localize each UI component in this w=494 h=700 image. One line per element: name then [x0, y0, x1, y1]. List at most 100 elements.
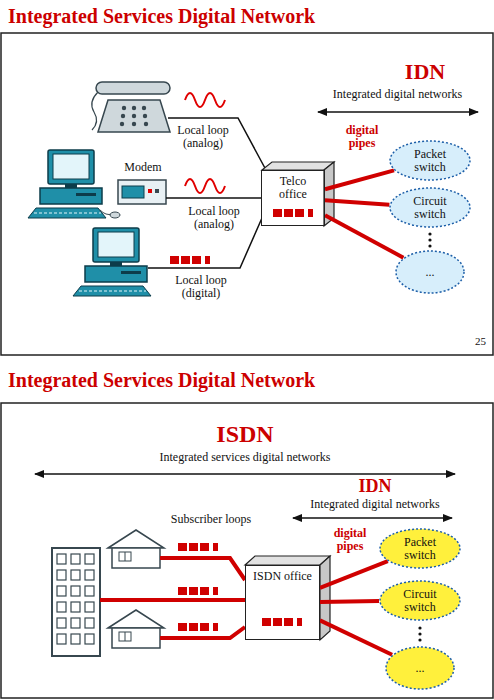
digital-pipe [320, 599, 379, 604]
office-cube [262, 162, 334, 170]
modem [118, 180, 166, 204]
digital-signal [178, 623, 218, 631]
continuation-dots [428, 244, 431, 247]
telephone [143, 114, 147, 118]
ellipse-outline [390, 188, 470, 227]
ellipse-outline [386, 647, 454, 689]
slide-title: Integrated Services Digital Network [8, 369, 478, 391]
scope-arrow [35, 473, 455, 475]
ellipse-outline [396, 251, 464, 293]
subscriber-loop [100, 598, 245, 602]
pipe-label: digital pipes [324, 527, 376, 553]
slide-title: Integrated Services Digital Network [8, 5, 478, 27]
ellipse-outline [380, 529, 460, 568]
house [125, 552, 126, 561]
office-cube [262, 162, 334, 226]
office-cube [320, 556, 330, 640]
pipe-label: digital pipes [336, 124, 388, 150]
node-text: ... [426, 266, 435, 279]
house [108, 530, 164, 548]
switch-ellipse: Packet switch [379, 528, 461, 569]
house [119, 552, 131, 561]
telephone [144, 122, 148, 126]
digital-pipe [320, 620, 392, 654]
continuation-dots [418, 632, 421, 635]
digital-pipe [325, 200, 389, 204]
loop-label: Local loop (analog) [182, 205, 246, 231]
digital-signal [170, 256, 210, 264]
telephone [132, 114, 136, 118]
analog-signal [185, 179, 225, 193]
office-building [52, 548, 100, 656]
house [112, 628, 160, 648]
office-cube [262, 618, 302, 626]
house [125, 632, 126, 641]
continuation-dots [418, 626, 421, 641]
scope-arrow [318, 111, 478, 113]
network-caption: Integrated services digital networks [100, 451, 390, 464]
office-box: ISDN office [245, 565, 320, 640]
telephone [120, 122, 124, 126]
node-text: Circuit switch [393, 588, 447, 614]
office-cube [273, 209, 313, 217]
loop-label: Subscriber loops [163, 513, 259, 526]
digital-signal [178, 587, 218, 595]
modem [155, 189, 159, 193]
telephone [92, 92, 98, 130]
mouse [110, 212, 120, 218]
local-loop [166, 197, 262, 199]
loop-label: Local loop (digital) [165, 274, 237, 300]
digital-pipe [325, 170, 394, 189]
switch-ellipse: ... [395, 250, 465, 294]
scope-arrow [293, 517, 452, 519]
digital-pipe [320, 561, 388, 588]
telephone [121, 114, 125, 118]
slide-frame [1, 403, 493, 698]
computer [28, 150, 106, 218]
switch-ellipse: ... [385, 646, 455, 690]
subscriber-loop [160, 558, 245, 580]
house [108, 610, 164, 628]
ellipse-outline [390, 141, 470, 180]
node-text: Packet switch [403, 148, 457, 174]
office-cube [262, 170, 324, 226]
modem [118, 180, 166, 204]
office-cube [245, 556, 330, 565]
modem [122, 186, 144, 198]
network-name: ISDN [170, 421, 320, 447]
digital-signal [178, 543, 218, 551]
house [108, 610, 164, 648]
slide-frame [1, 33, 493, 355]
network-caption: Integrated digital networks [310, 88, 485, 101]
continuation-dots [428, 232, 431, 247]
device-label: Modem [115, 161, 171, 174]
house [112, 548, 160, 568]
telephone [96, 82, 170, 94]
telephone [122, 106, 126, 110]
telephone [132, 122, 136, 126]
analog-signal [185, 93, 225, 107]
telephone [92, 82, 170, 132]
digital-pipe [325, 215, 403, 257]
switch-ellipse: Packet switch [389, 140, 471, 181]
node-text: ISDN office [253, 570, 312, 583]
house [108, 530, 164, 568]
telephone [132, 106, 136, 110]
telephone [142, 106, 146, 110]
continuation-dots [428, 238, 431, 241]
office-box: Telco office [261, 170, 325, 226]
switch-ellipse: Circuit switch [379, 580, 461, 621]
network-name: IDN [375, 60, 475, 84]
switch-ellipse: Circuit switch [389, 187, 471, 228]
slide-number: 25 [446, 335, 486, 347]
continuation-dots [428, 232, 431, 235]
office-building [56, 553, 98, 649]
node-text: Packet switch [393, 536, 447, 562]
telephone [98, 100, 170, 132]
node-text: Circuit switch [403, 195, 457, 221]
continuation-dots [418, 626, 421, 629]
computer [73, 228, 151, 296]
node-text: ... [416, 662, 425, 675]
office-building [52, 548, 100, 656]
ellipse-outline [380, 581, 460, 620]
